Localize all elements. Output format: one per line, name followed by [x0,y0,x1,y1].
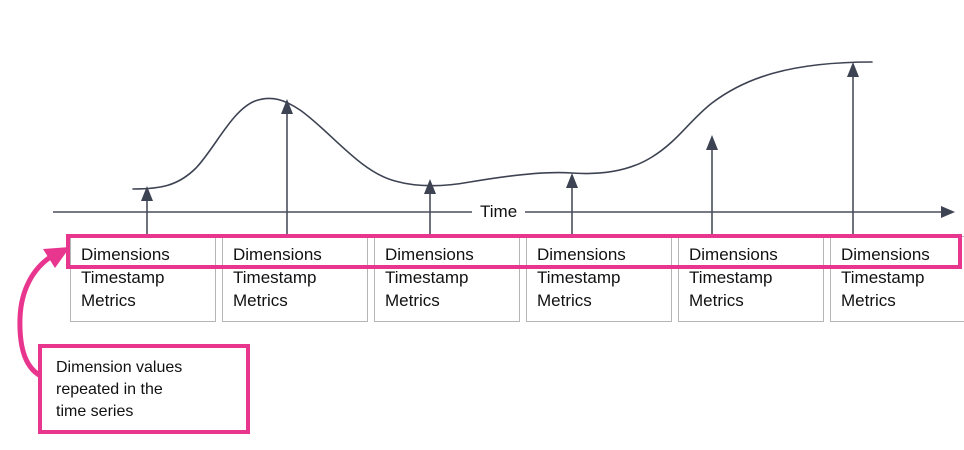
callout-box: Dimension values repeated in the time se… [38,344,250,434]
sample-arrow-head-icon [847,62,859,77]
data-curve [132,61,873,190]
record-metrics-label: Metrics [689,291,744,310]
callout-connector-arrowhead-icon [43,247,70,268]
record-metrics-label: Metrics [385,291,440,310]
record-timestamp-label: Timestamp [841,268,925,287]
sample-arrow-head-icon [566,173,578,188]
sample-arrow-group [141,62,859,240]
record-timestamp-label: Timestamp [689,268,773,287]
record-metrics-label: Metrics [841,291,896,310]
record-dimensions-label: Dimensions [689,245,778,264]
record-box[interactable]: Dimensions Timestamp Metrics [830,236,964,322]
record-box[interactable]: Dimensions Timestamp Metrics [678,236,824,322]
time-axis-label: Time [472,202,526,222]
callout-line: time series [56,403,134,420]
record-metrics-label: Metrics [81,291,136,310]
record-metrics-label: Metrics [537,291,592,310]
record-box[interactable]: Dimensions Timestamp Metrics [70,236,216,322]
record-dimensions-label: Dimensions [841,245,930,264]
callout-line: repeated in the [56,381,163,398]
record-box[interactable]: Dimensions Timestamp Metrics [374,236,520,322]
record-dimensions-label: Dimensions [537,245,626,264]
record-dimensions-label: Dimensions [81,245,170,264]
record-timestamp-label: Timestamp [385,268,469,287]
record-timestamp-label: Timestamp [233,268,317,287]
record-metrics-label: Metrics [233,291,288,310]
callout-connector-curve [17,253,59,383]
sample-arrow-head-icon [424,179,436,194]
sample-arrow-head-icon [281,99,293,114]
time-axis-arrowhead-icon [941,206,955,218]
record-dimensions-label: Dimensions [233,245,322,264]
sample-arrow-head-icon [141,186,153,201]
record-timestamp-label: Timestamp [537,268,621,287]
sample-arrow-head-icon [706,135,718,150]
record-box[interactable]: Dimensions Timestamp Metrics [222,236,368,322]
callout-line: Dimension values [56,359,183,376]
record-box[interactable]: Dimensions Timestamp Metrics [526,236,672,322]
record-timestamp-label: Timestamp [81,268,165,287]
record-dimensions-label: Dimensions [385,245,474,264]
